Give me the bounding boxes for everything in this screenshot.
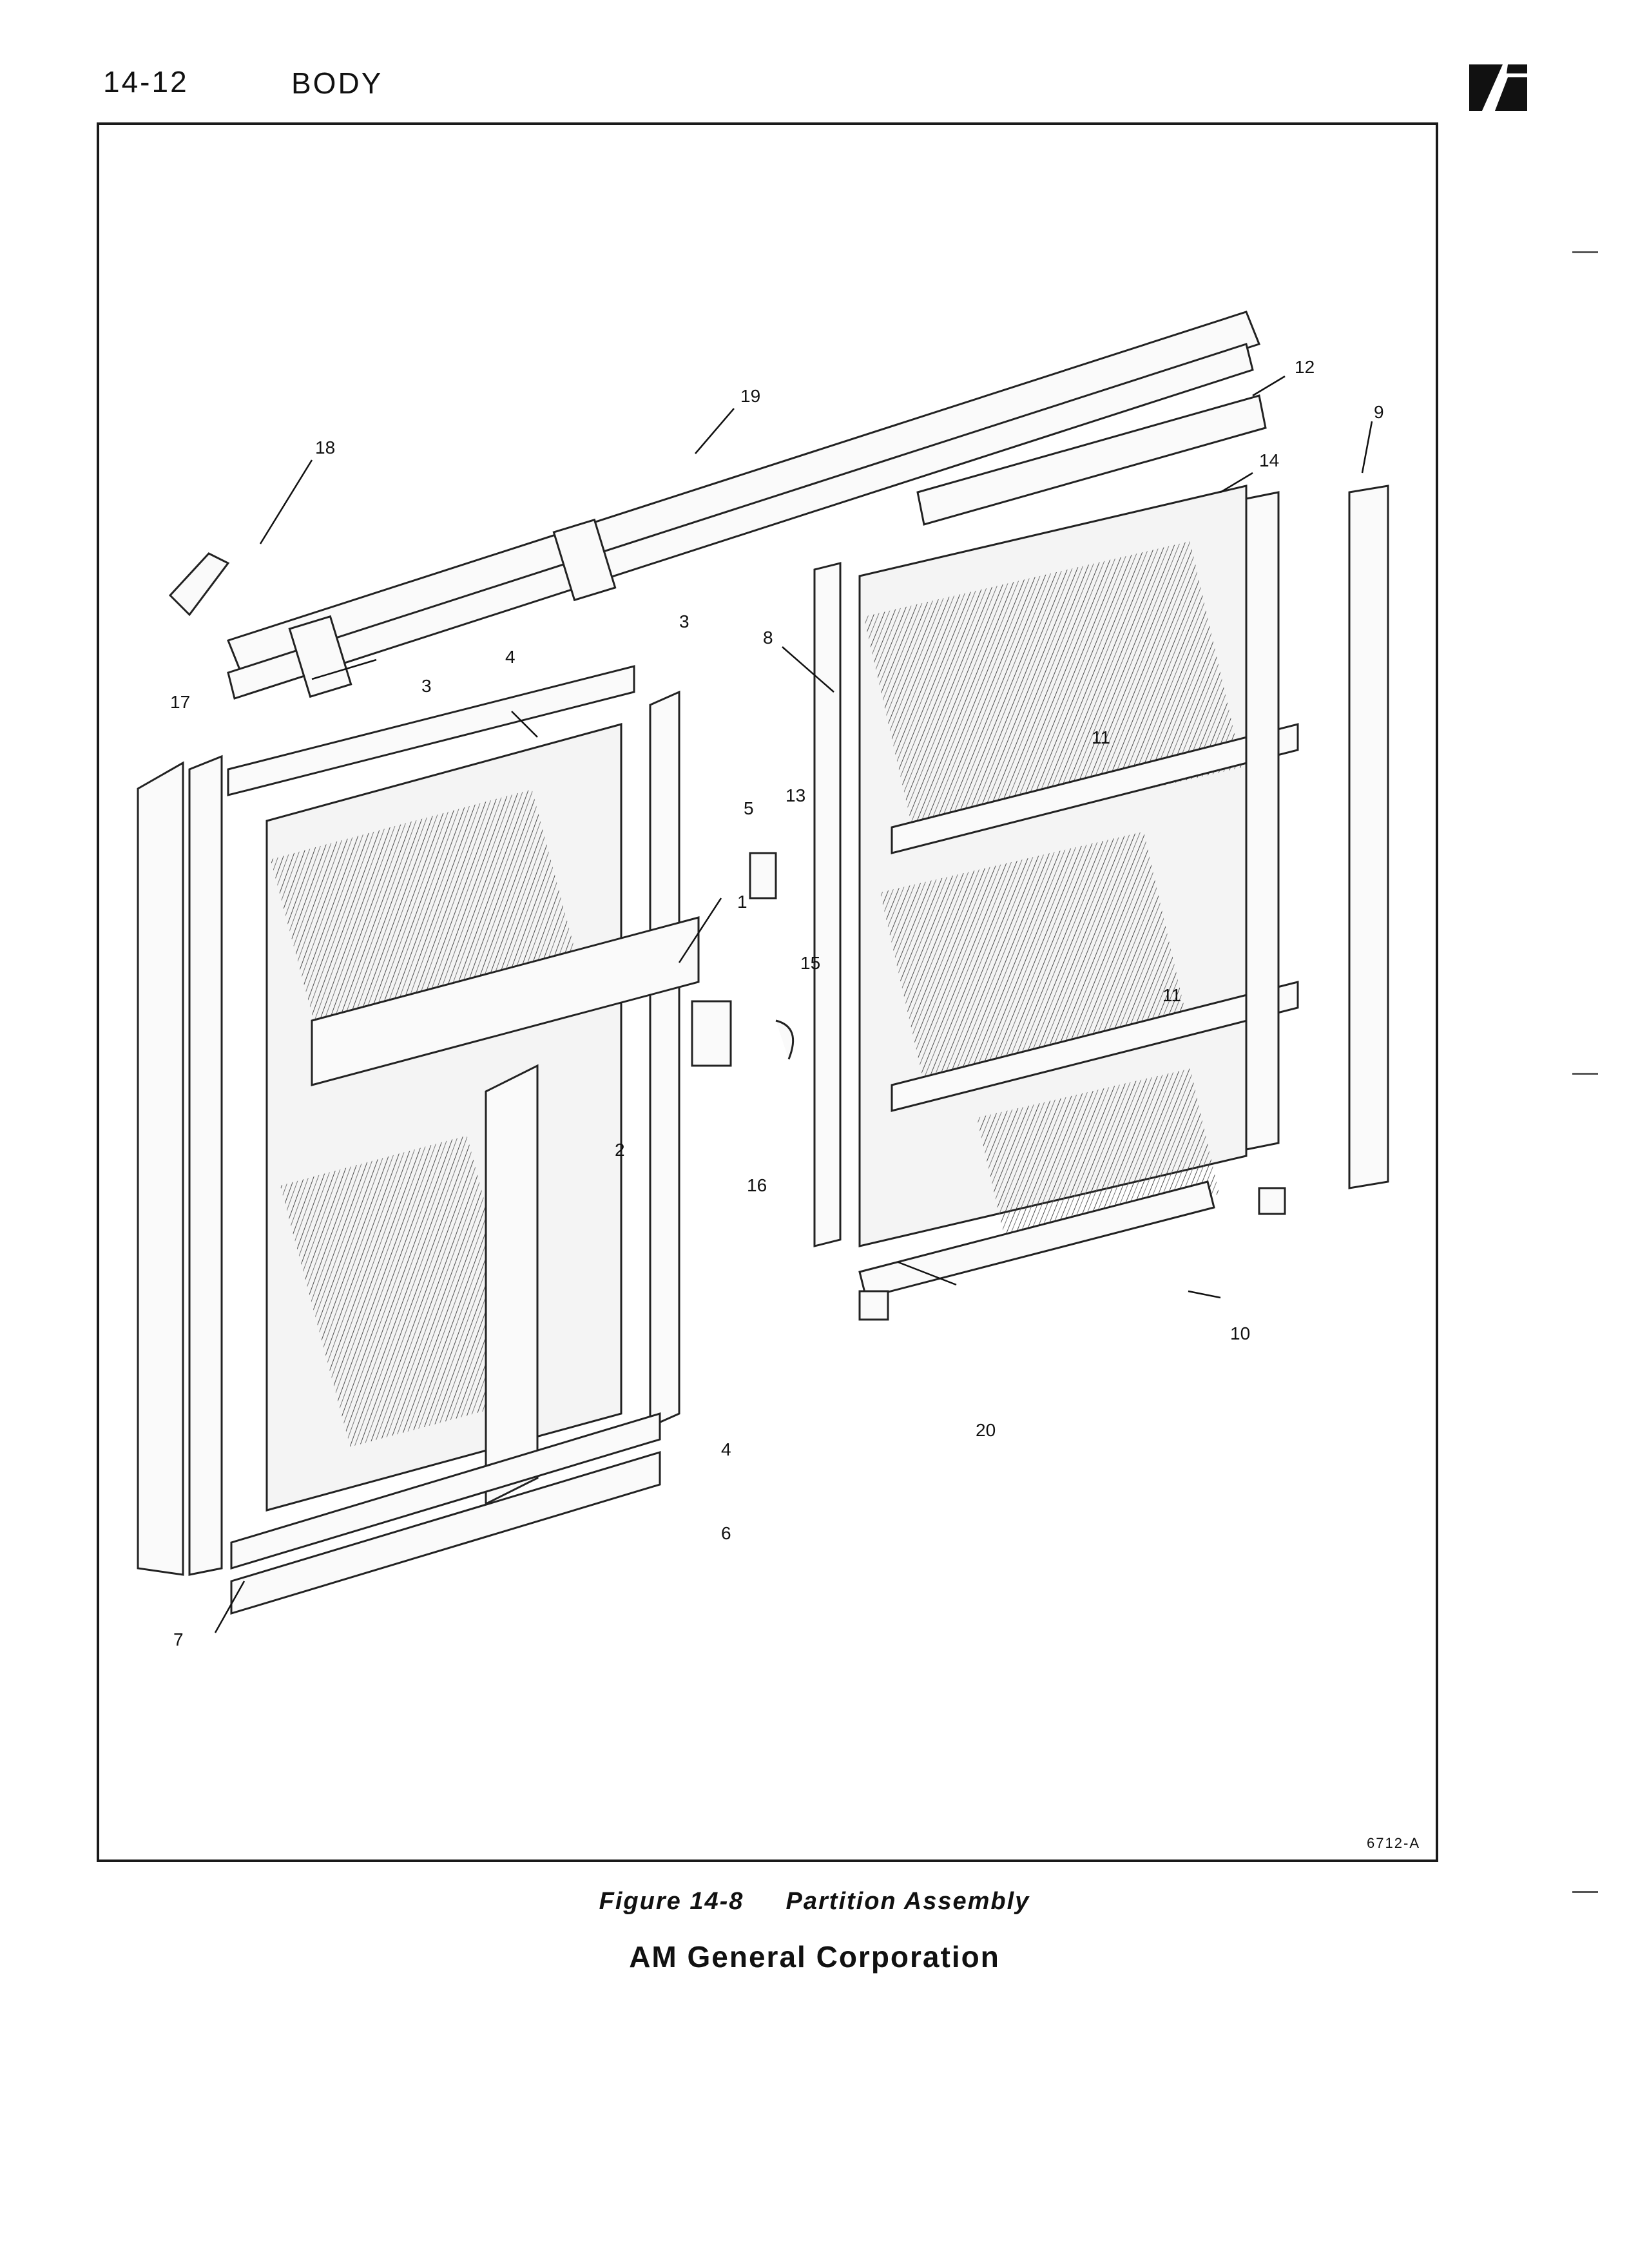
corporation-name: AM General Corporation: [629, 1940, 1000, 1974]
callout-4: 4: [721, 1439, 731, 1459]
corner-piece: [168, 552, 230, 617]
latch-hardware: [691, 852, 795, 1067]
left-posts: [137, 690, 680, 1576]
margin-mark: [1572, 1073, 1598, 1075]
channel-strip: [916, 394, 1267, 526]
callout-11: 11: [1162, 985, 1181, 1005]
callout-5: 5: [744, 798, 754, 818]
callout-11: 11: [1092, 727, 1110, 747]
callout-4: 4: [505, 647, 516, 667]
leader-lines: [214, 375, 1373, 1633]
figure-frame: 19 12 9 14 18 3 3 8 4 17 5 13 11 1 15 11…: [97, 122, 1438, 1862]
callout-9: 9: [1374, 402, 1384, 422]
callout-19: 19: [740, 386, 760, 406]
callout-2: 2: [615, 1140, 625, 1160]
partition-assembly-drawing: 19 12 9 14 18 3 3 8 4 17 5 13 11 1 15 11…: [137, 311, 1389, 1649]
callout-14: 14: [1259, 450, 1279, 470]
callout-7: 7: [173, 1629, 184, 1649]
top-rail: [227, 311, 1260, 700]
callout-labels: 19 12 9 14 18 3 3 8 4 17 5 13 11 1 15 11…: [170, 357, 1384, 1649]
callout-16: 16: [747, 1175, 767, 1195]
plate-id: 6712-A: [1367, 1835, 1420, 1851]
left-door-panel: [227, 665, 700, 1615]
page-number: 14-12: [103, 65, 189, 99]
figure-caption: Figure 14-8 Partition Assembly: [0, 1888, 1629, 1916]
callout-1: 1: [737, 892, 747, 912]
callout-12: 12: [1295, 357, 1315, 377]
margin-mark: [1572, 251, 1598, 253]
callout-15: 15: [800, 953, 820, 973]
callout-8: 8: [763, 628, 773, 648]
figure-title: Partition Assembly: [786, 1888, 1030, 1915]
callout-13: 13: [786, 785, 805, 805]
right-post: [1348, 485, 1389, 1189]
callout-18: 18: [315, 437, 335, 457]
callout-17: 17: [170, 692, 190, 712]
publisher-logo: [1469, 64, 1527, 111]
right-door: [813, 485, 1299, 1321]
section-title: BODY: [291, 66, 383, 100]
page-header: 14-12 BODY: [103, 64, 1527, 116]
callout-10: 10: [1230, 1323, 1250, 1343]
margin-mark: [1572, 1891, 1598, 1893]
callout-3: 3: [421, 676, 432, 696]
callout-3: 3: [679, 611, 689, 631]
figure-label: Figure 14-8: [599, 1888, 744, 1915]
callout-20: 20: [976, 1420, 996, 1440]
callout-6: 6: [721, 1523, 731, 1543]
